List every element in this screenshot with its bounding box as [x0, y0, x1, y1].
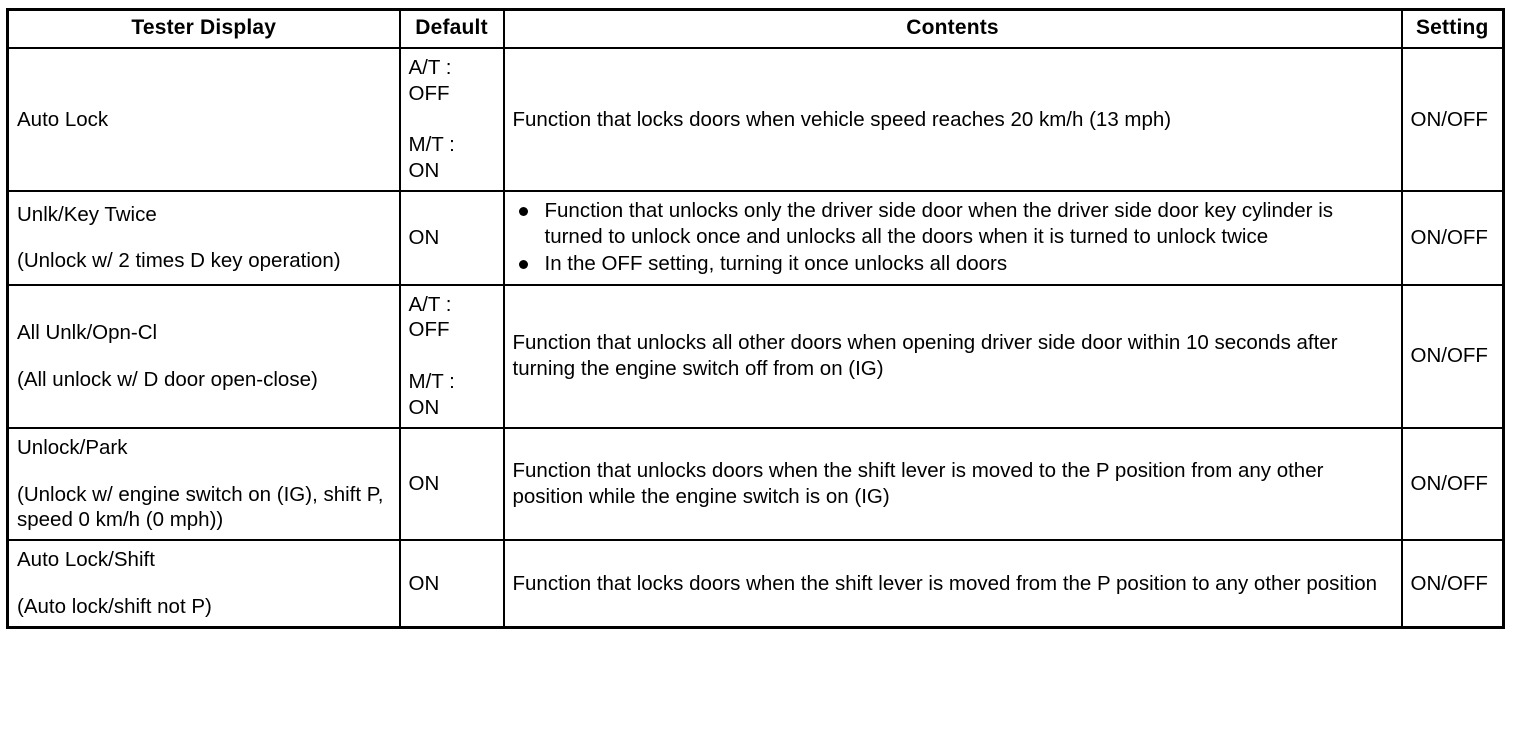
cell-tester-display: Unlock/Park (Unlock w/ engine switch on … — [6, 426, 401, 542]
list-item: Function that unlocks only the driver si… — [513, 198, 1393, 250]
cell-contents: Function that unlocks all other doors wh… — [502, 283, 1403, 429]
cell-tester-display: Auto Lock/Shift (Auto lock/shift not P) — [6, 539, 401, 629]
cell-default: ON — [398, 539, 505, 629]
cell-tester-display: Unlk/Key Twice (Unlock w/ 2 times D key … — [6, 190, 401, 286]
cell-contents: Function that unlocks only the driver si… — [502, 190, 1403, 286]
cell-default: ON — [398, 426, 505, 542]
contents-bullet-list: Function that unlocks only the driver si… — [513, 198, 1393, 276]
tester-display-description: (All unlock w/ D door open-close) — [17, 367, 318, 391]
cell-contents: Function that unlocks doors when the shi… — [502, 426, 1403, 542]
cell-setting: ON/OFF — [1400, 539, 1505, 629]
column-header-contents: Contents — [502, 8, 1403, 49]
table-header-row: Tester Display Default Contents Setting — [6, 8, 1505, 49]
table-row: All Unlk/Opn-Cl (All unlock w/ D door op… — [6, 283, 1505, 429]
tester-display-name: Unlock/Park — [17, 435, 128, 459]
column-header-setting: Setting — [1400, 8, 1505, 49]
tester-display-name: All Unlk/Opn-Cl — [17, 320, 158, 344]
column-header-default: Default — [398, 8, 505, 49]
cell-setting: ON/OFF — [1400, 46, 1505, 193]
cell-contents: Function that locks doors when the shift… — [502, 539, 1403, 629]
cell-setting: ON/OFF — [1400, 283, 1505, 429]
cell-default: ON — [398, 190, 505, 286]
table-body: Auto Lock A/T : OFF M/T : ON Function th… — [6, 46, 1505, 629]
cell-setting: ON/OFF — [1400, 190, 1505, 286]
cell-tester-display: Auto Lock — [6, 46, 401, 193]
list-item: In the OFF setting, turning it once unlo… — [513, 251, 1393, 277]
contents-paragraph: Function that locks doors when vehicle s… — [512, 107, 1172, 131]
table-row: Unlk/Key Twice (Unlock w/ 2 times D key … — [6, 190, 1505, 286]
tester-display-name: Auto Lock — [17, 107, 109, 131]
table-row: Auto Lock A/T : OFF M/T : ON Function th… — [6, 46, 1505, 193]
tester-display-description: (Unlock w/ engine switch on (IG), shift … — [17, 482, 384, 532]
table-row: Auto Lock/Shift (Auto lock/shift not P) … — [6, 539, 1505, 629]
contents-paragraph: Function that locks doors when the shift… — [512, 571, 1378, 595]
contents-paragraph: Function that unlocks all other doors wh… — [512, 331, 1338, 381]
tester-display-name: Unlk/Key Twice — [17, 202, 157, 226]
cell-contents: Function that locks doors when vehicle s… — [502, 46, 1403, 193]
cell-tester-display: All Unlk/Opn-Cl (All unlock w/ D door op… — [6, 283, 401, 429]
table-header: Tester Display Default Contents Setting — [6, 8, 1505, 49]
tester-display-description: (Auto lock/shift not P) — [17, 595, 212, 619]
cell-setting: ON/OFF — [1400, 426, 1505, 542]
cell-default: A/T : OFF M/T : ON — [398, 283, 505, 429]
contents-paragraph: Function that unlocks doors when the shi… — [512, 459, 1324, 508]
column-header-tester-display: Tester Display — [6, 8, 401, 49]
cell-default: A/T : OFF M/T : ON — [398, 46, 505, 193]
table-row: Unlock/Park (Unlock w/ engine switch on … — [6, 426, 1505, 542]
tester-display-description: (Unlock w/ 2 times D key operation) — [17, 249, 341, 273]
tester-display-name: Auto Lock/Shift — [17, 548, 155, 572]
door-lock-settings-table: Tester Display Default Contents Setting … — [6, 8, 1505, 629]
